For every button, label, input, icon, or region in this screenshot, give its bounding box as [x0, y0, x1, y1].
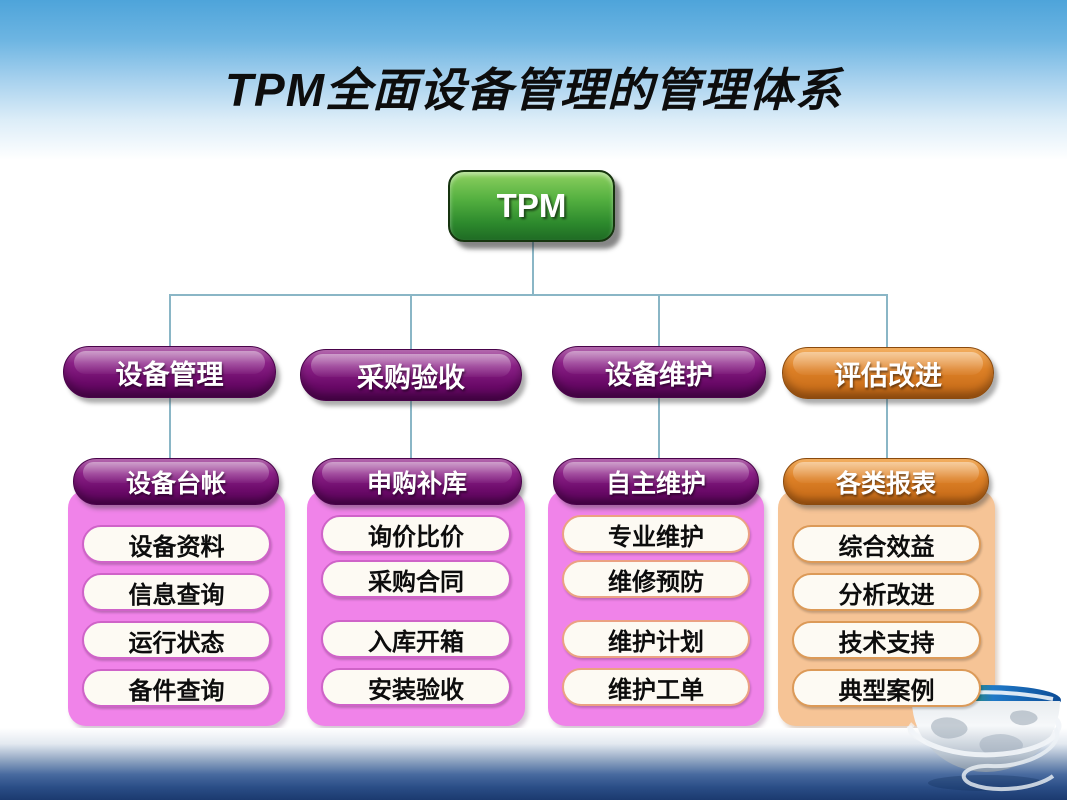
- leaf-item: 维护计划: [562, 620, 750, 658]
- leaf-item-label: 综合效益: [838, 533, 935, 561]
- connector-branch-2: [410, 295, 412, 351]
- leaf-item-label: 专业维护: [608, 523, 704, 551]
- branch-label: 评估改进: [834, 360, 942, 391]
- leaf-item-label: 采购合同: [368, 568, 464, 596]
- subheader-purchase-replenishment: 申购补库: [312, 458, 522, 505]
- leaf-item-label: 维护工单: [608, 676, 704, 704]
- connector-branch-1: [169, 295, 171, 348]
- leaf-item: 维护工单: [562, 668, 750, 706]
- continent-blob: [931, 717, 968, 739]
- leaf-item-label: 入库开箱: [368, 628, 464, 656]
- slide-title: TPM全面设备管理的管理体系: [224, 64, 843, 116]
- leaf-item: 分析改进: [792, 573, 981, 611]
- branch-label: 设备维护: [605, 359, 713, 390]
- leaf-item: 专业维护: [562, 515, 750, 553]
- subheader-autonomous-maintenance: 自主维护: [553, 458, 759, 505]
- continent-blob: [1010, 710, 1038, 726]
- branch-equipment-maintenance: 设备维护: [552, 346, 766, 398]
- panel-report-types: 综合效益 分析改进 技术支持 典型案例: [778, 490, 995, 726]
- leaf-item: 典型案例: [792, 669, 981, 707]
- tpm-root-label: TPM: [496, 187, 567, 224]
- connector-branch-4: [886, 295, 888, 349]
- leaf-item: 综合效益: [792, 525, 981, 563]
- connector-branch-3: [658, 295, 660, 348]
- leaf-item: 运行状态: [82, 621, 271, 659]
- branch-label: 采购验收: [357, 362, 465, 393]
- leaf-item-label: 询价比价: [368, 523, 464, 551]
- subheader-label: 各类报表: [835, 469, 936, 498]
- leaf-item-label: 备件查询: [128, 677, 225, 705]
- globe-illustration: [906, 685, 1062, 791]
- subheader-report-types: 各类报表: [783, 458, 989, 505]
- leaf-item: 入库开箱: [321, 620, 511, 658]
- branch-label: 设备管理: [115, 359, 224, 390]
- leaf-item-label: 分析改进: [838, 581, 935, 609]
- leaf-item-label: 设备资料: [128, 533, 225, 561]
- connector-horizontal: [169, 294, 888, 296]
- connector-sub-4: [886, 393, 888, 461]
- leaf-item-label: 典型案例: [838, 677, 935, 705]
- panel-autonomous-maintenance: 专业维护 维修预防 维护计划 维护工单: [548, 490, 764, 726]
- globe-bowl: [912, 701, 1060, 772]
- swirl-ribbon-tail: [961, 726, 1060, 791]
- leaf-item-label: 信息查询: [128, 581, 225, 609]
- leaf-item-label: 维修预防: [608, 568, 704, 596]
- tpm-root-node: TPM: [448, 170, 615, 242]
- leaf-item: 询价比价: [321, 515, 511, 553]
- leaf-item: 信息查询: [82, 573, 271, 611]
- subheader-label: 申购补库: [366, 469, 467, 498]
- leaf-item: 安装验收: [321, 668, 511, 706]
- leaf-item-label: 维护计划: [608, 628, 704, 656]
- branch-procurement-acceptance: 采购验收: [300, 349, 522, 401]
- connector-sub-3: [658, 396, 660, 462]
- leaf-item-label: 运行状态: [128, 629, 225, 657]
- subheader-label: 设备台帐: [125, 469, 226, 498]
- branch-equipment-management: 设备管理: [63, 346, 276, 398]
- leaf-item: 设备资料: [82, 525, 271, 563]
- panel-equipment-ledger: 设备资料 信息查询 运行状态 备件查询: [68, 490, 285, 726]
- connector-sub-1: [169, 396, 171, 462]
- subheader-equipment-ledger: 设备台帐: [73, 458, 279, 505]
- ocean-band: [0, 728, 1067, 800]
- connector-sub-2: [410, 399, 412, 461]
- leaf-item-label: 技术支持: [838, 629, 935, 657]
- leaf-item: 维修预防: [562, 560, 750, 598]
- leaf-item: 技术支持: [792, 621, 981, 659]
- branch-evaluation-improvement: 评估改进: [782, 347, 994, 399]
- leaf-item: 备件查询: [82, 669, 271, 707]
- subheader-label: 自主维护: [605, 469, 706, 498]
- panel-purchase-replenishment: 询价比价 采购合同 入库开箱 安装验收: [307, 490, 525, 726]
- leaf-item: 采购合同: [321, 560, 511, 598]
- leaf-item-label: 安装验收: [368, 676, 464, 704]
- connector-root-vertical: [532, 242, 534, 295]
